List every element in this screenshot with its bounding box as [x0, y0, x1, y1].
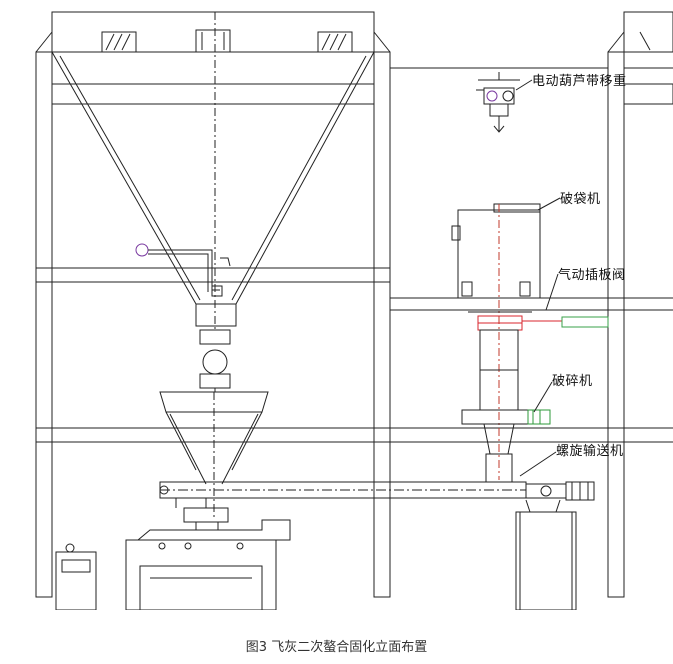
screw-conveyor [159, 481, 567, 530]
level-meter [135, 243, 231, 297]
pneumatic-valve [468, 311, 609, 331]
conveyor-drive [515, 481, 595, 610]
small-unit [55, 543, 97, 610]
leader-lines [515, 79, 561, 477]
label-bag-breaker: 破袋机 [560, 192, 601, 207]
label-hoist: 电动葫芦带移重 [532, 74, 627, 89]
label-pneumatic-valve: 气动插板阀 [558, 268, 626, 283]
packaging-machine [125, 519, 291, 610]
figure-caption: 图3 飞灰二次螯合固化立面布置 [245, 640, 428, 655]
label-screw-conveyor: 螺旋输送机 [556, 444, 624, 459]
bag-breaker [451, 203, 541, 480]
elevation-drawing [35, 11, 673, 610]
label-crusher: 破碎机 [552, 374, 593, 389]
mixer-hopper [159, 391, 269, 520]
roof-vents [101, 29, 353, 53]
electric-hoist [476, 72, 520, 133]
silo-cone [51, 12, 375, 392]
crusher [461, 329, 551, 483]
right-tower-frame [390, 11, 673, 598]
